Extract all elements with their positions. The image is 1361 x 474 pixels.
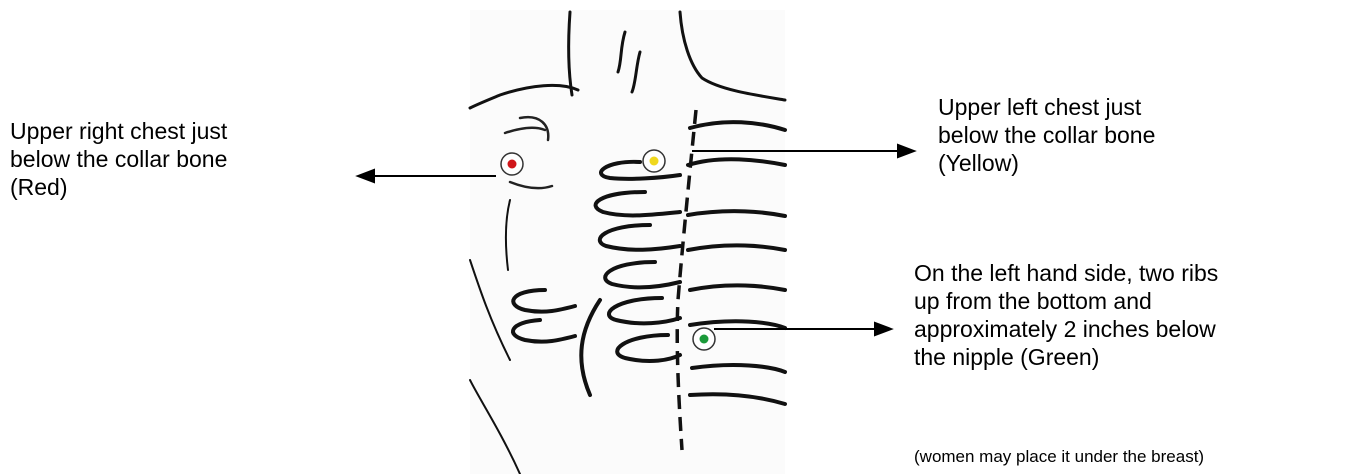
label-red-line-3: (Red) (10, 173, 227, 201)
electrode-yellow (643, 150, 665, 172)
arrow-yellow-head (898, 145, 914, 157)
label-yellow-line-3: (Yellow) (938, 149, 1155, 177)
label-green-line-2: up from the bottom and (914, 287, 1218, 315)
label-green-line-3: approximately 2 inches below (914, 315, 1218, 343)
torso-shading (470, 10, 785, 474)
label-red-line-1: Upper right chest just (10, 117, 227, 145)
label-yellow-line-1: Upper left chest just (938, 93, 1155, 121)
electrode-red (501, 153, 523, 175)
label-women-note: (women may place it under the breast) (914, 447, 1204, 467)
label-green-line-4: the nipple (Green) (914, 343, 1218, 371)
label-red-line-2: below the collar bone (10, 145, 227, 173)
label-red-electrode: Upper right chest just below the collar … (10, 117, 227, 201)
label-yellow-line-2: below the collar bone (938, 121, 1155, 149)
arrow-green-head (875, 323, 891, 335)
electrode-green (693, 328, 715, 350)
arrow-red-head (358, 170, 374, 182)
label-yellow-electrode: Upper left chest just below the collar b… (938, 93, 1155, 177)
label-green-electrode: On the left hand side, two ribs up from … (914, 259, 1218, 371)
label-green-line-1: On the left hand side, two ribs (914, 259, 1218, 287)
